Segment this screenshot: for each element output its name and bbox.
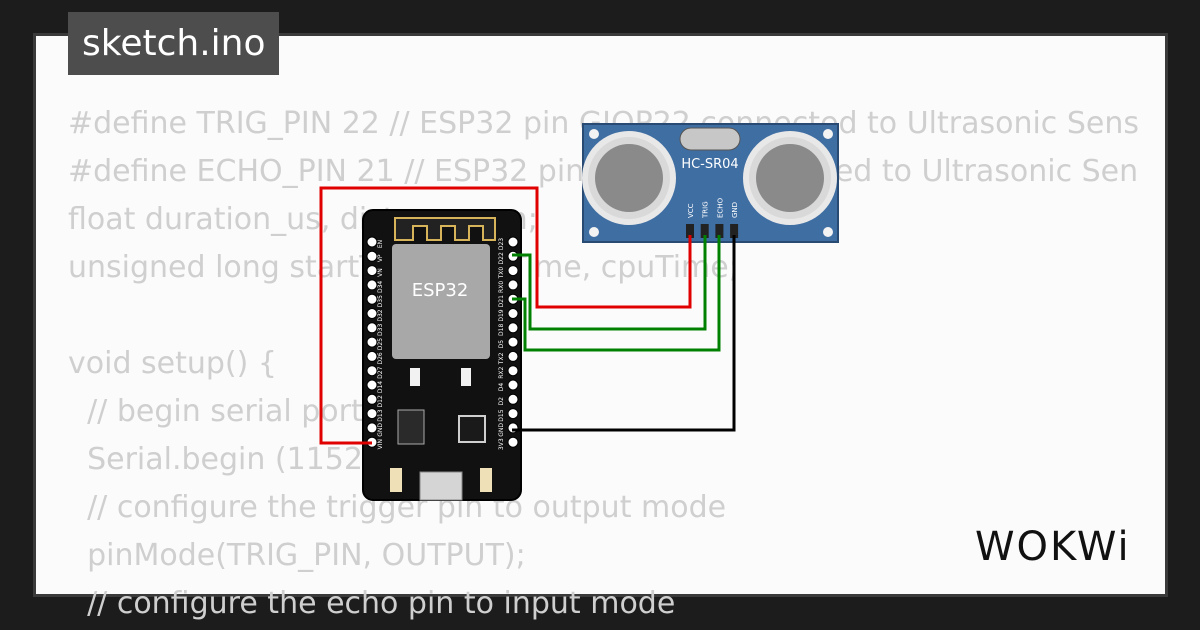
pin-label: D27 <box>377 366 384 378</box>
sensor-pin-trig[interactable] <box>700 224 709 238</box>
hc-sr04-sensor[interactable]: HC-SR04 VCC TRIG ECHO GND <box>582 123 839 243</box>
pin-label: D21 <box>498 295 505 307</box>
pin-d27[interactable] <box>366 365 378 377</box>
pin-label: D18 <box>498 323 505 335</box>
pin-d35[interactable] <box>366 293 378 305</box>
pin-label: D15 <box>498 409 505 421</box>
pin-label: VIN <box>377 439 384 449</box>
pin-label: VN <box>377 268 384 277</box>
pin-d13[interactable] <box>366 408 378 420</box>
pin-d33[interactable] <box>366 322 378 334</box>
pin-tx0[interactable] <box>507 265 519 277</box>
pin-d4[interactable] <box>507 379 519 391</box>
pin-label: D34 <box>377 281 384 293</box>
pin-d19[interactable] <box>507 308 519 319</box>
wire-echo <box>512 235 721 352</box>
pin-d32[interactable] <box>366 308 378 319</box>
esp32-board[interactable]: ESP32 ENVPVND34D35D32D33D25D26D27D14D12D… <box>362 209 522 501</box>
pin-3v3[interactable] <box>507 436 519 448</box>
pin-d34[interactable] <box>366 279 378 291</box>
sensor-pin-label: TRIG <box>702 201 710 219</box>
pin-label: TX0 <box>498 267 505 280</box>
sensor-pin-label: VCC <box>687 203 695 218</box>
sensor-pin-label: ECHO <box>716 197 724 218</box>
code-line: // begin serial port <box>68 394 363 429</box>
pin-rx2[interactable] <box>507 365 519 377</box>
pin-label: 3V3 <box>498 438 505 450</box>
pin-label: D35 <box>377 295 384 307</box>
pin-rx0[interactable] <box>507 279 519 291</box>
pin-d2[interactable] <box>507 393 519 405</box>
pin-label: GND <box>498 423 505 437</box>
pin-label: D19 <box>498 309 505 321</box>
pin-label: VP <box>377 254 384 262</box>
pin-gnd[interactable] <box>366 422 378 434</box>
pin-label: TX2 <box>498 352 505 365</box>
wire-vcc <box>319 186 692 445</box>
pin-tx2[interactable] <box>507 350 519 362</box>
wires <box>319 186 736 445</box>
pin-d12[interactable] <box>366 393 378 405</box>
pin-label: D32 <box>377 309 384 321</box>
pin-vn[interactable] <box>366 265 378 277</box>
pin-d15[interactable] <box>507 408 519 420</box>
pin-label: D5 <box>498 340 505 349</box>
pin-label: D4 <box>498 383 505 392</box>
pin-label: EN <box>377 240 384 248</box>
pin-label: D13 <box>377 409 384 421</box>
pin-label: D12 <box>377 395 384 407</box>
pin-vp[interactable] <box>366 250 378 262</box>
pin-label: D26 <box>377 352 384 364</box>
pin-en[interactable] <box>366 236 378 248</box>
file-name-badge: sketch.ino <box>68 12 280 75</box>
pin-d25[interactable] <box>366 336 378 348</box>
pin-d26[interactable] <box>366 350 378 362</box>
pin-label: D22 <box>498 252 505 264</box>
wire-trig <box>512 235 707 331</box>
pin-d5[interactable] <box>507 336 519 348</box>
sensor-pin-label: GND <box>731 202 739 218</box>
pin-label: D25 <box>377 338 384 350</box>
sensor-label: HC-SR04 <box>681 157 738 172</box>
esp32-chip-label: ESP32 <box>412 280 469 301</box>
wokwi-logo: WOKWi <box>975 524 1131 570</box>
code-line: // configure the echo pin to input mode <box>68 586 676 621</box>
code-line: pinMode(TRIG_PIN, OUTPUT); <box>68 538 526 573</box>
pin-label: GND <box>377 423 384 437</box>
pin-label: D23 <box>498 238 505 250</box>
sensor-pin-gnd[interactable] <box>730 224 739 238</box>
pin-d23[interactable] <box>507 236 519 248</box>
sensor-pin-vcc[interactable] <box>686 224 694 238</box>
pin-label: D2 <box>498 397 505 406</box>
code-line: void setup() { <box>68 346 277 381</box>
pin-d14[interactable] <box>366 379 378 391</box>
wire-gnd <box>512 235 736 432</box>
pin-d18[interactable] <box>507 322 519 334</box>
pin-label: D33 <box>377 323 384 335</box>
pin-label: RX2 <box>498 366 505 378</box>
pin-label: RX0 <box>498 281 505 293</box>
pin-label: D14 <box>377 381 384 393</box>
sensor-pin-echo[interactable] <box>715 224 724 238</box>
